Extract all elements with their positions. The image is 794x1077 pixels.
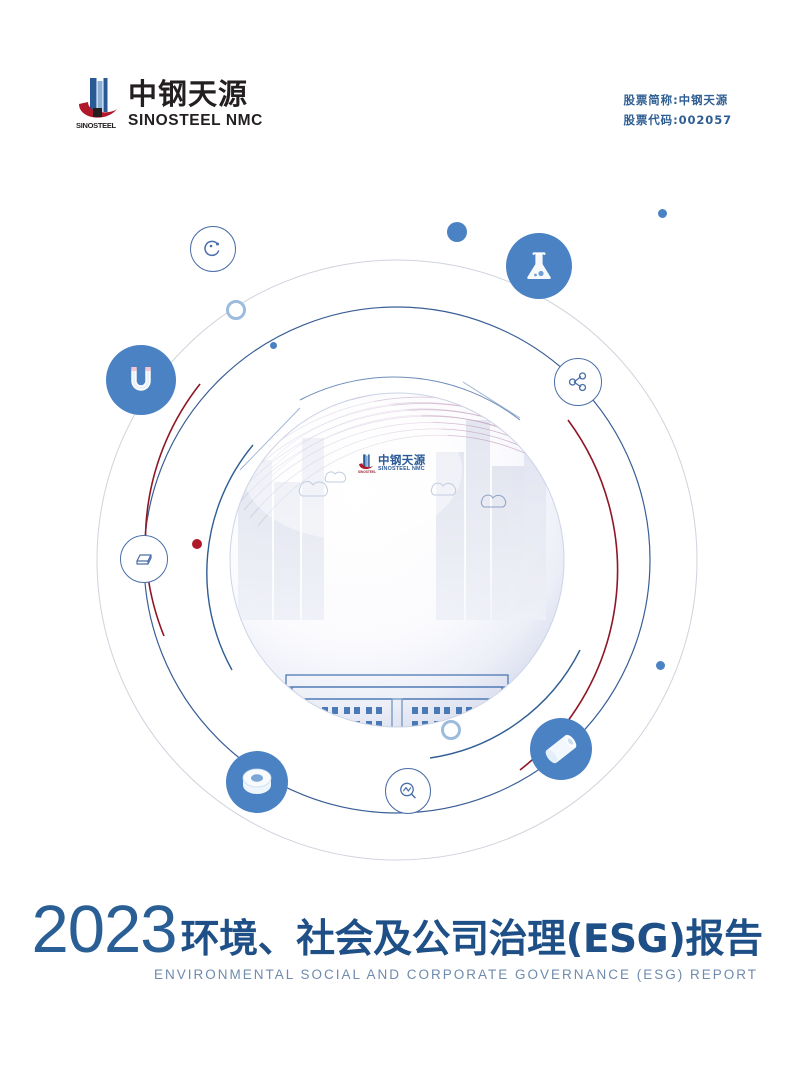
stock-code-line: 股票代码:002057: [623, 113, 732, 127]
cylinder-magnet-icon[interactable]: [530, 718, 592, 780]
sphere-sinosteel-logo-icon: SINOSTEEL: [358, 454, 377, 474]
ring-magnet-icon[interactable]: [226, 751, 288, 813]
report-year: 2023: [31, 892, 178, 967]
blue-dot: [447, 222, 467, 242]
page-header: SINOSTEEL 中钢天源 SINOSTEEL NMC 股票简称:中钢天源 股…: [0, 78, 794, 138]
stock-info: 股票简称:中钢天源 股票代码:002057: [623, 90, 732, 130]
analysis-magnifier-glyph: [400, 782, 416, 799]
logo-text-group: 中钢天源 SINOSTEEL NMC: [128, 78, 263, 130]
ring-magnet-glyph: [242, 768, 272, 794]
magnet-glyph: [131, 367, 151, 391]
blue-dot: [658, 209, 667, 218]
hero-graphic: [96, 259, 698, 861]
sinosteel-logo-svg: [79, 78, 117, 118]
recycle-c-glyph: [204, 240, 220, 257]
sphere-company-logo: SINOSTEEL 中钢天源 SINOSTEEL NMC: [358, 454, 426, 474]
cylinder-magnet-glyph: [545, 734, 577, 764]
report-title: 环境、社会及公司治理(ESG)报告: [180, 917, 763, 962]
report-title-block: 2023 环境、社会及公司治理(ESG)报告 ENVIRONMENTAL SOC…: [0, 895, 794, 985]
analysis-magnifier-icon[interactable]: [385, 768, 431, 814]
sinosteel-logo-icon: SINOSTEEL: [76, 78, 122, 130]
flask-icon[interactable]: [506, 233, 572, 299]
recycle-c-icon[interactable]: [190, 226, 236, 272]
flask-glyph: [526, 252, 552, 280]
sphere-logo-english-name: SINOSTEEL NMC: [378, 466, 425, 472]
ingot-icon[interactable]: [120, 535, 168, 583]
magnet-icon[interactable]: [106, 345, 176, 415]
stock-name-line: 股票简称:中钢天源: [623, 93, 729, 107]
hero-illustration: SINOSTEEL 中钢天源 SINOSTEEL NMC: [0, 170, 794, 870]
blue-ring-dot: [441, 720, 461, 740]
red-dot: [192, 539, 202, 549]
logo-english-name: SINOSTEEL NMC: [128, 112, 263, 129]
logo-brand-mark-label: SINOSTEEL: [76, 121, 116, 130]
sphere-logo-text-group: 中钢天源 SINOSTEEL NMC: [378, 454, 426, 473]
blue-dot: [270, 342, 277, 349]
company-logo: SINOSTEEL 中钢天源 SINOSTEEL NMC: [76, 78, 263, 130]
title-row: 2023 环境、社会及公司治理(ESG)报告: [0, 895, 794, 965]
logo-chinese-name: 中钢天源: [128, 77, 249, 111]
sphere-logo-chinese-name: 中钢天源: [378, 453, 426, 467]
molecule-icon[interactable]: [554, 358, 602, 406]
molecule-glyph: [568, 372, 587, 392]
ingot-glyph: [136, 554, 152, 565]
report-subtitle: ENVIRONMENTAL SOCIAL AND CORPORATE GOVER…: [153, 967, 759, 982]
blue-dot: [656, 661, 665, 670]
sphere-logo-brand-mark-label: SINOSTEEL: [358, 470, 377, 474]
sphere-logo-svg: [359, 454, 374, 470]
blue-ring-dot: [226, 300, 246, 320]
